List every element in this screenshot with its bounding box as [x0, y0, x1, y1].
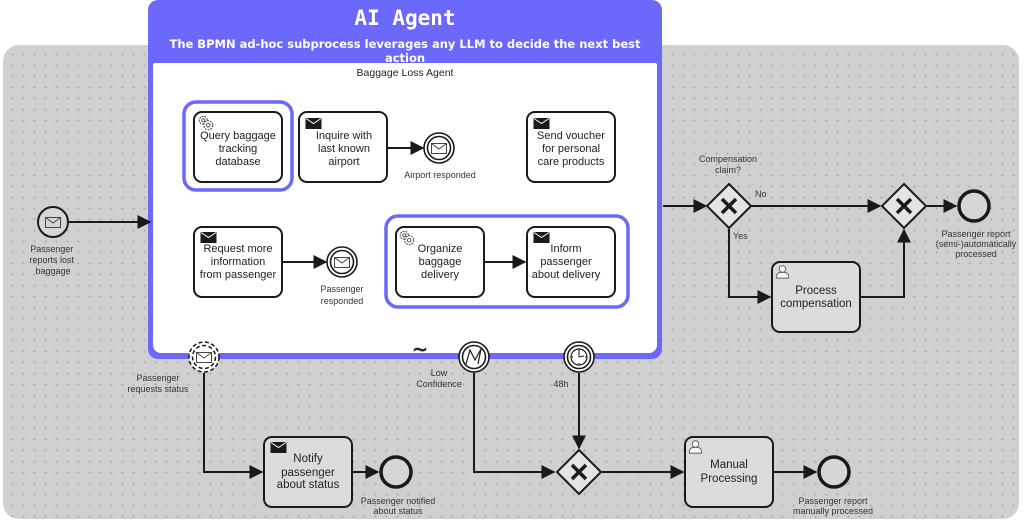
timer-label: 48h [553, 379, 568, 389]
event-passenger-responded[interactable] [326, 246, 358, 278]
agent-title: AI Agent [354, 6, 456, 30]
send-task-icon [305, 118, 322, 129]
exclusive-gateway-icon [570, 463, 588, 481]
end-event-manual-processed[interactable] [817, 455, 851, 489]
highlight-query [182, 100, 294, 192]
flow-lowconf-to-gateway [473, 373, 556, 479]
error-icon [465, 348, 482, 365]
start-event-lost-baggage[interactable] [37, 206, 69, 238]
highlight-delivery [384, 214, 630, 309]
gateway-merge-manual[interactable] [555, 448, 603, 496]
start-event-label: Passenger reports lost baggage [29, 244, 76, 276]
flow-compensation-to-merge [860, 228, 911, 298]
event-airport-responded[interactable] [423, 132, 455, 164]
airport-responded-label: Airport responded [404, 170, 476, 180]
send-task-icon [200, 232, 217, 243]
boundary-event-low-confidence[interactable] [458, 341, 490, 373]
send-task-icon [533, 232, 550, 243]
subprocess-label: Baggage Loss Agent [356, 67, 454, 79]
adhoc-marker-icon: ~ [412, 337, 429, 361]
end-event-auto-processed[interactable] [957, 189, 991, 223]
flow-label-no: No [755, 189, 767, 199]
send-task-icon [270, 442, 287, 453]
exclusive-gateway-icon [720, 197, 738, 215]
end-event-notified[interactable] [379, 455, 413, 489]
send-task-icon [533, 118, 550, 129]
gateway-merge-auto[interactable] [880, 182, 928, 230]
timer-icon [570, 348, 588, 366]
exclusive-gateway-icon [895, 197, 913, 215]
flow-status-to-notify [203, 373, 264, 479]
flow-yes [728, 229, 772, 304]
boundary-event-status-request[interactable] [188, 341, 220, 373]
agent-subtitle: The BPMN ad-hoc subprocess leverages any… [169, 37, 641, 65]
boundary-event-timer[interactable] [563, 341, 595, 373]
gateway-compensation-claim[interactable] [705, 182, 753, 230]
flow-label-yes: Yes [733, 231, 748, 241]
